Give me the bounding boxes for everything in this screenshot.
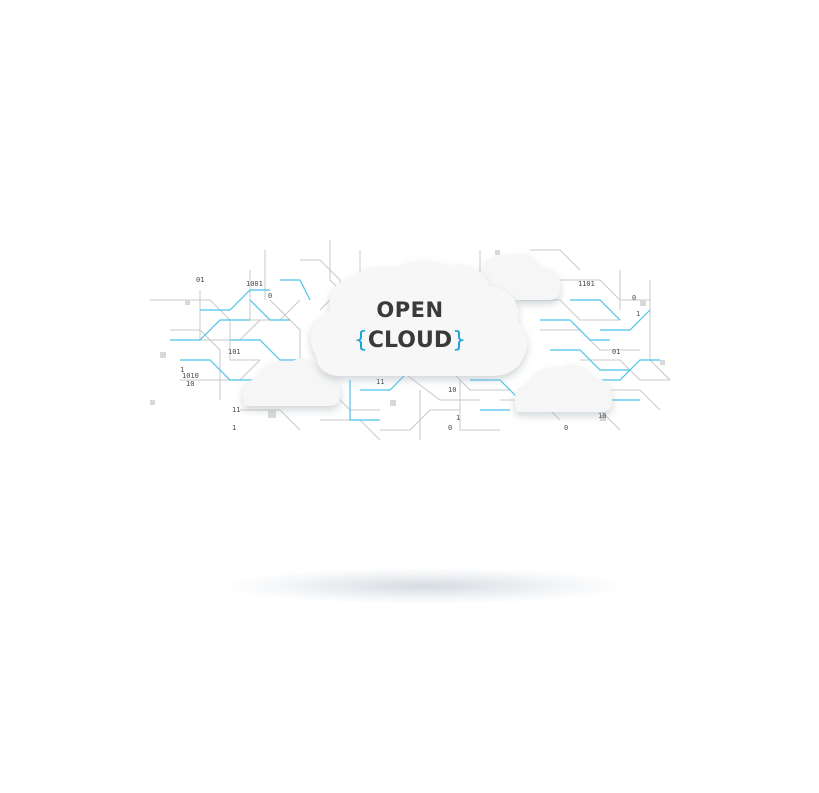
- binary-text: 1: [232, 424, 236, 432]
- binary-text: 01: [196, 276, 204, 284]
- binary-text: 1010: [182, 372, 199, 380]
- binary-text: 10: [598, 412, 606, 420]
- binary-text: 1101: [578, 280, 595, 288]
- binary-text: 1: [456, 414, 460, 422]
- binary-text: 11: [232, 406, 240, 414]
- binary-text: 10: [448, 386, 456, 394]
- binary-text: 1001: [246, 280, 263, 288]
- small-cloud-left: [242, 358, 341, 406]
- binary-text: 10: [186, 380, 194, 388]
- binary-text: 101: [228, 348, 241, 356]
- binary-text: 0: [632, 294, 636, 302]
- binary-text: 1: [180, 366, 184, 374]
- ground-shadow: [225, 568, 625, 604]
- binary-text: 1: [636, 310, 640, 318]
- binary-text: 01: [612, 348, 620, 356]
- binary-text: 0: [448, 424, 452, 432]
- binary-text: 11: [376, 378, 384, 386]
- main-cloud: [310, 260, 528, 376]
- decorative-squares: [150, 250, 665, 421]
- binary-text: 0: [564, 424, 568, 432]
- binary-text: 0: [268, 292, 272, 300]
- small-cloud-right: [514, 364, 613, 412]
